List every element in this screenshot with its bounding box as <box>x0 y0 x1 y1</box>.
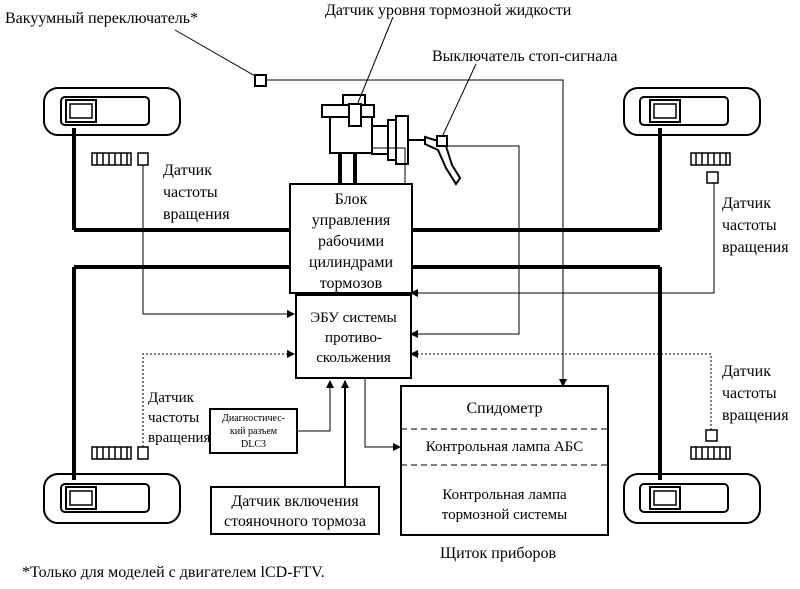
instrument-panel-frame <box>400 385 609 536</box>
label-pointers <box>174 16 477 138</box>
dotted-wires <box>142 350 712 447</box>
speed-sensor-rear-left <box>91 446 149 460</box>
stop-light-switch-label: Выключатель стоп-сигнала <box>432 48 618 65</box>
parking-brake-label-line: Датчик включения <box>231 493 359 510</box>
brake-fluid-sensor-label: Датчик уровня тормозной жидкости <box>325 2 572 19</box>
wheel-rear-left <box>43 473 181 524</box>
dlc3-label-line: кий разъем <box>229 426 278 437</box>
speed-sensor-label-line: Датчик <box>722 363 771 380</box>
fluid-level-sensor <box>348 103 362 127</box>
speed-sensor-label-line: Датчик <box>163 162 212 179</box>
dlc3-label-line: Диагностичес- <box>222 413 285 424</box>
ecu-label-line: противо- <box>325 330 382 346</box>
actuator-label-line: управления <box>311 212 391 229</box>
speed-sensor-label-line: частоты <box>722 385 777 402</box>
actuator-box: Блок управления рабочими цилиндрами торм… <box>289 183 413 294</box>
speed-sensor-label-line: частоты <box>722 217 777 234</box>
speed-sensor-label-line: Датчик <box>722 195 771 212</box>
brake-lamp-label-line: тормозной системы <box>441 507 568 523</box>
speed-sensor-label-line: вращения <box>163 206 230 223</box>
parking-brake-label-line: стояночного тормоза <box>224 513 366 530</box>
actuator-label-line: рабочими <box>317 233 385 250</box>
ecu-label-line: ЭБУ системы <box>310 310 397 326</box>
speed-sensor-rr-label: Датчик частоты вращения <box>722 361 789 427</box>
speed-sensor-label-line: частоты <box>163 184 218 201</box>
dlc3-connector: Диагностичес- кий разъем DLC3 <box>209 408 298 454</box>
wheel-front-left <box>43 87 181 136</box>
brake-lamp-label: Контрольная лампа тормозной системы <box>401 485 608 525</box>
footnote: *Только для моделей с двигателем lCD-FTV… <box>22 564 325 581</box>
vacuum-switch <box>254 74 267 87</box>
abs-lamp-label: Контрольная лампа АБС <box>425 439 584 455</box>
speed-sensor-fl-label: Датчик частоты вращения <box>163 160 230 226</box>
speed-sensor-front-left <box>91 152 149 166</box>
wheel-front-right <box>623 87 761 136</box>
actuator-label-line: цилиндрами <box>308 254 394 271</box>
vacuum-switch-label: Вакуумный переключатель* <box>5 10 199 27</box>
speed-sensor-rear-right <box>690 429 731 460</box>
actuator-label-line: Блок <box>334 191 368 208</box>
ecu-label-line: скольжения <box>316 350 391 366</box>
dlc3-label-line: DLC3 <box>241 439 266 450</box>
speed-sensor-label-line: частоты <box>148 410 200 426</box>
actuator-label-line: тормозов <box>319 275 383 292</box>
speed-sensor-label-line: вращения <box>148 430 211 446</box>
instrument-panel-caption: Щиток приборов <box>440 545 557 562</box>
wheel-rear-right <box>623 473 761 524</box>
speed-sensor-label-line: вращения <box>722 407 789 424</box>
speed-sensor-front-right <box>690 152 731 184</box>
brake-lamp-label-line: Контрольная лампа <box>442 487 567 503</box>
speed-sensor-label-line: вращения <box>722 239 789 256</box>
brake-lines <box>72 128 662 480</box>
speed-sensor-fr-label: Датчик частоты вращения <box>722 193 789 259</box>
stop-light-switch <box>436 135 448 147</box>
parking-brake-sensor-box: Датчик включения стояночного тормоза <box>210 486 380 535</box>
ecu-box: ЭБУ системы противо- скольжения <box>295 294 412 379</box>
speedometer-label: Спидометр <box>466 400 543 417</box>
speed-sensor-label-line: Датчик <box>148 390 194 406</box>
speed-sensor-rl-label: Датчик частоты вращения <box>148 388 210 448</box>
